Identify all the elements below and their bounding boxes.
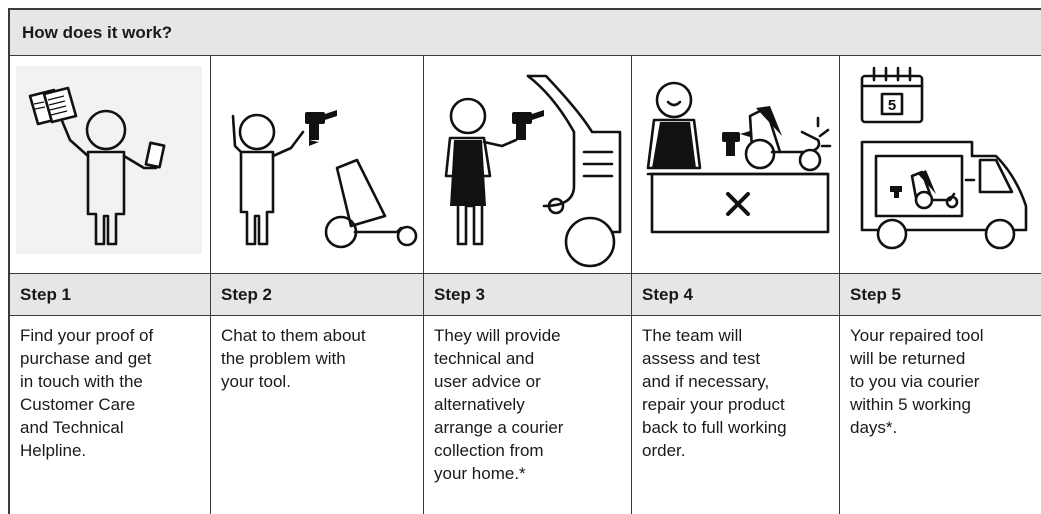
step-3-header: Step 3 <box>424 273 631 315</box>
step-4-description: The team will assess and test and if nec… <box>632 315 839 514</box>
description-line: in touch with the <box>20 372 143 391</box>
step-column-1: Step 1 Find your proof of purchase and g… <box>8 55 210 514</box>
description-line: technical and <box>434 349 535 368</box>
step-description: Find your proof of purchase and get in t… <box>20 324 153 462</box>
step-2-illustration <box>211 55 423 273</box>
step-5-header: Step 5 <box>840 273 1041 315</box>
description-line: within 5 working <box>850 395 971 414</box>
step-description: The team will assess and test and if nec… <box>642 324 787 462</box>
step-1-header: Step 1 <box>10 273 210 315</box>
description-line: Customer Care <box>20 395 136 414</box>
description-line: arrange a courier <box>434 418 564 437</box>
description-line: to you via courier <box>850 372 980 391</box>
description-line: Your repaired tool <box>850 326 984 345</box>
how-it-works-panel: How does it work? <box>8 8 1041 514</box>
description-line: purchase and get <box>20 349 152 368</box>
description-line: alternatively <box>434 395 525 414</box>
step-5-description: Your repaired tool will be returned to y… <box>840 315 1041 514</box>
steps-grid: Step 1 Find your proof of purchase and g… <box>8 55 1041 514</box>
person-talking-drill-lawnmower-icon <box>231 110 418 249</box>
calendar-day-number: 5 <box>888 97 896 114</box>
step-description: Chat to them about the problem with your… <box>221 324 366 393</box>
calendar-and-delivery-van-icon: 5 <box>860 66 1028 250</box>
step-label: Step 3 <box>434 285 486 304</box>
step-label: Step 4 <box>642 285 694 304</box>
description-line: and Technical <box>20 418 124 437</box>
step-2-header: Step 2 <box>211 273 423 315</box>
step-column-4: Step 4 The team will assess and test and… <box>631 55 839 514</box>
description-line: Find your proof of <box>20 326 154 345</box>
description-line: The team will <box>642 326 743 345</box>
step-column-3: Step 3 They will provide technical and u… <box>423 55 631 514</box>
step-1-illustration <box>10 55 210 273</box>
description-line: repair your product <box>642 395 785 414</box>
description-line: They will provide <box>434 326 561 345</box>
technician-with-drill-and-trolley-icon <box>444 74 622 268</box>
step-description: They will provide technical and user adv… <box>434 324 563 485</box>
description-line: the problem with <box>221 349 346 368</box>
description-line: Chat to them about <box>221 326 366 345</box>
description-line: assess and test <box>642 349 761 368</box>
panel-title: How does it work? <box>22 23 173 42</box>
step-label: Step 5 <box>850 285 902 304</box>
description-line: and if necessary, <box>642 372 770 391</box>
description-line: Helpline. <box>20 441 87 460</box>
step-4-header: Step 4 <box>632 273 839 315</box>
step-column-2: Step 2 Chat to them about the problem wi… <box>210 55 423 514</box>
step-3-description: They will provide technical and user adv… <box>424 315 631 514</box>
person-with-documents-and-phone-icon <box>16 66 202 254</box>
step-3-illustration <box>424 55 631 273</box>
step-label: Step 2 <box>221 285 273 304</box>
panel-header: How does it work? <box>8 8 1041 55</box>
step-label: Step 1 <box>20 285 72 304</box>
technician-at-repair-bench-icon <box>646 81 832 234</box>
description-line: collection from <box>434 441 544 460</box>
step-5-illustration: 5 <box>840 55 1041 273</box>
description-line: your tool. <box>221 372 291 391</box>
description-line: order. <box>642 441 686 460</box>
description-line: user advice or <box>434 372 541 391</box>
description-line: back to full working <box>642 418 787 437</box>
step-2-description: Chat to them about the problem with your… <box>211 315 423 514</box>
description-line: will be returned <box>850 349 966 368</box>
description-line: your home.* <box>434 464 526 483</box>
step-4-illustration <box>632 55 839 273</box>
step-description: Your repaired tool will be returned to y… <box>850 324 984 439</box>
step-1-description: Find your proof of purchase and get in t… <box>10 315 210 514</box>
step-column-5: 5 Step 5 Your repaired tool will be retu… <box>839 55 1041 514</box>
description-line: days*. <box>850 418 898 437</box>
